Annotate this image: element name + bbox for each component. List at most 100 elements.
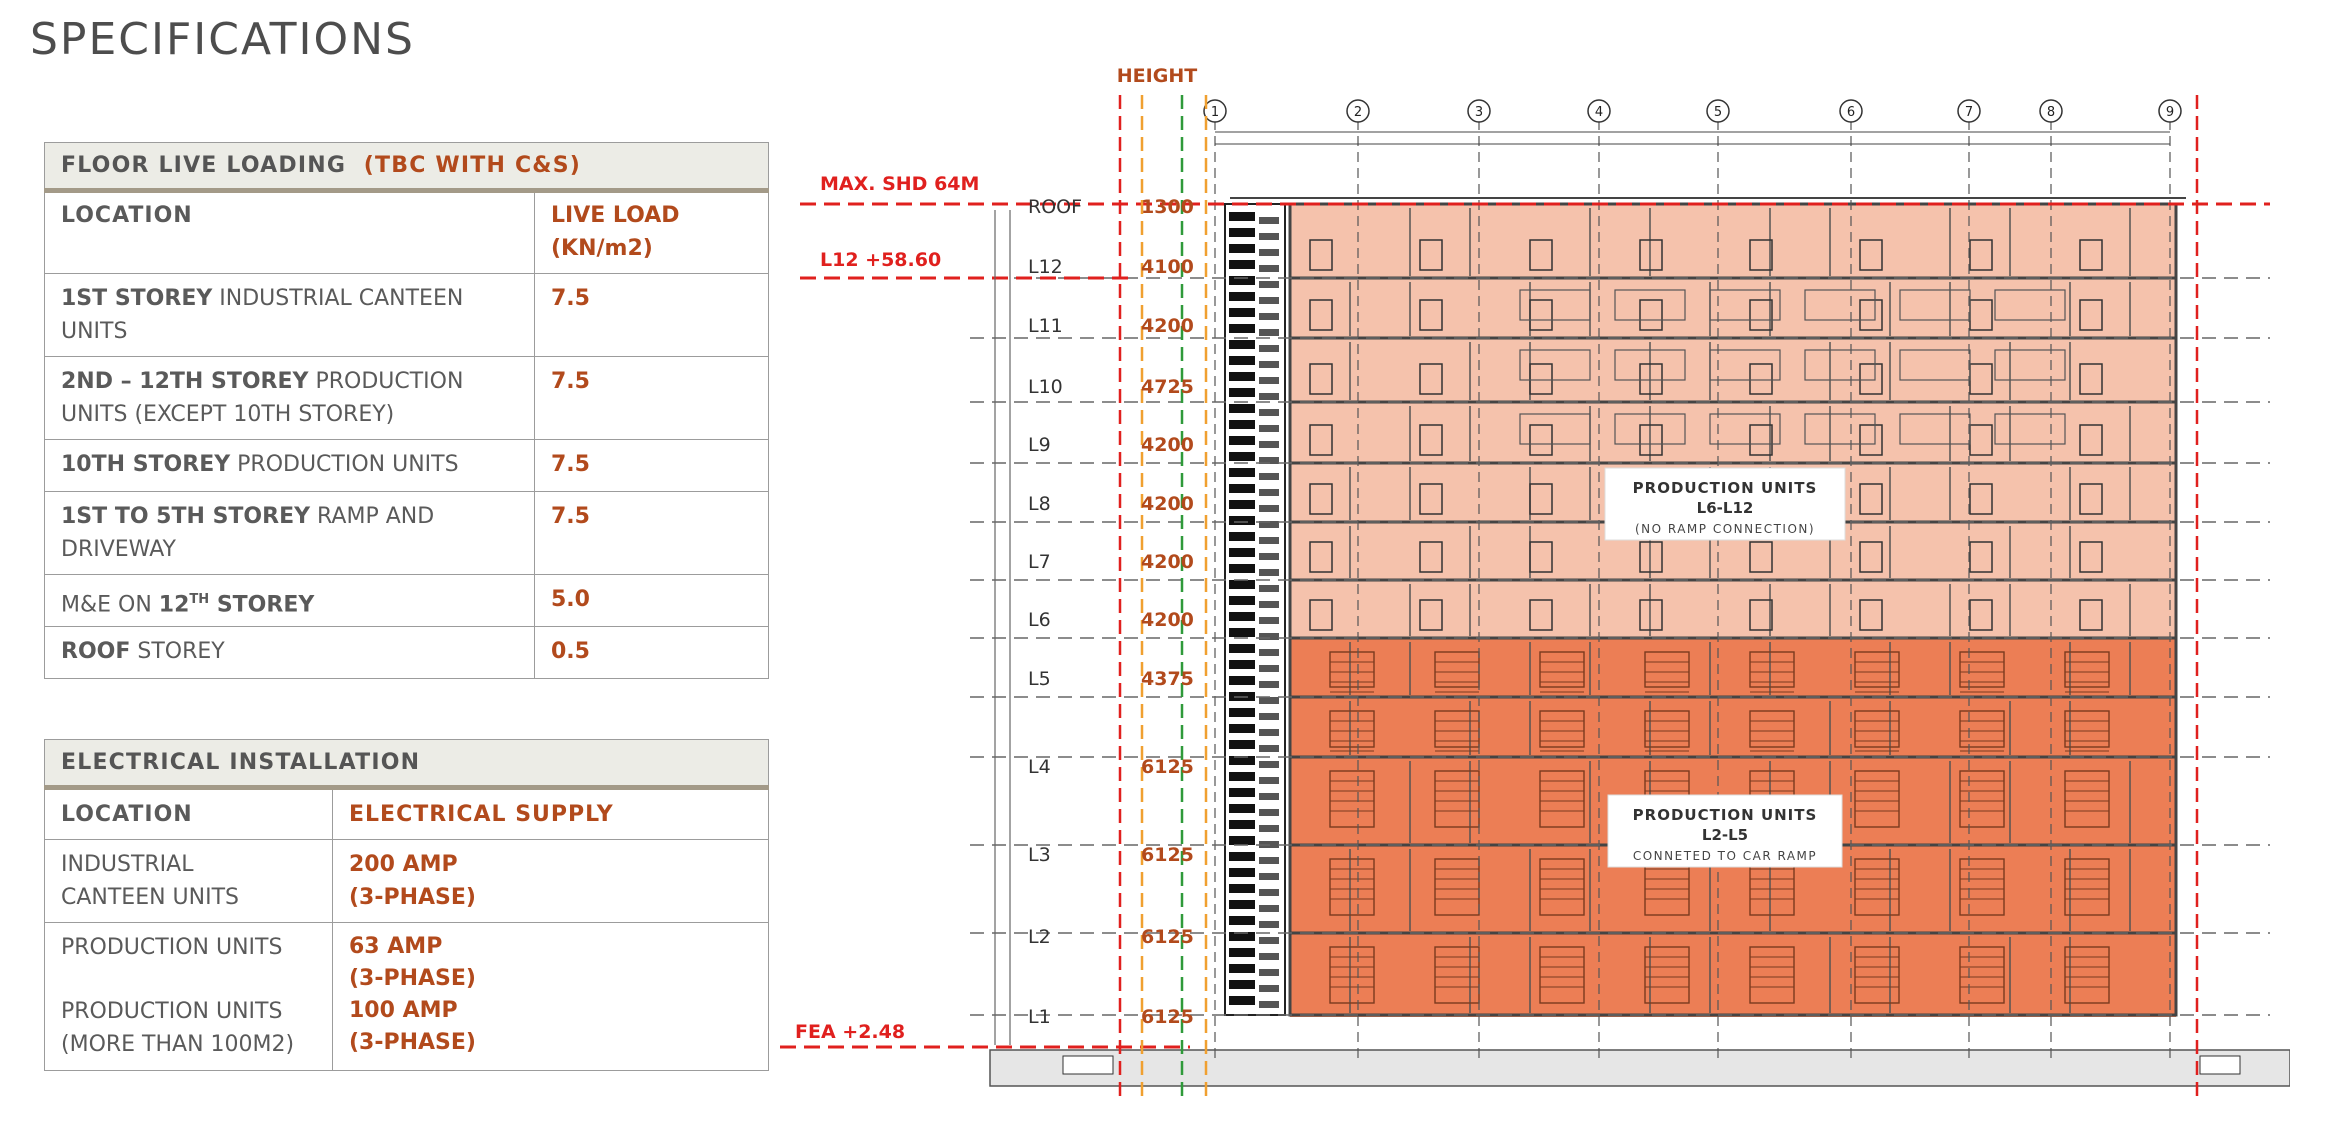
floor-height: 4725 [1141,376,1194,398]
stair-tread [1229,788,1255,797]
stair-tread [1259,729,1279,736]
door-mark [1309,599,1333,631]
stair-tread [1229,772,1255,781]
roller-shutter [2064,770,2110,828]
row-location-2: CANTEEN UNITS [61,885,240,910]
row-location-bold: 2ND – 12TH STOREY [61,369,309,394]
floor-height: 1300 [1141,196,1194,218]
door-mark [1859,363,1883,395]
row-value: 7.5 [534,356,769,440]
roller-shutter [1644,651,1690,688]
door-mark [2079,424,2103,456]
stair-tread [1259,329,1279,336]
door-mark [1859,424,1883,456]
door-mark [1969,483,1993,515]
stair-tread [1229,612,1255,621]
stair-tread [1259,873,1279,880]
floor-label: L3 [1028,844,1051,866]
row-location-bold: 12 [158,592,190,618]
grid-bubble [1839,99,1863,123]
stair-tread [1229,756,1255,765]
roller-shutter [2064,710,2110,748]
table-row: 2ND – 12TH STOREY PRODUCTION UNITS (EXCE… [44,356,769,440]
grid-bubble [2158,99,2182,123]
stair-tread [1259,409,1279,416]
stair-tread [1259,713,1279,720]
electrical-header: ELECTRICAL INSTALLATION [43,739,770,790]
stair-tread [1259,521,1279,528]
col-electrical-supply: ELECTRICAL SUPPLY [349,802,614,827]
louvre-panel [1519,289,1591,321]
stair-tread [1229,292,1255,301]
roller-shutter [1854,710,1900,748]
roller-shutter [1644,710,1690,748]
roller-shutter [1329,710,1375,748]
stair-tread [1259,249,1279,256]
louvre-panel [1614,289,1686,321]
roller-shutter [1959,858,2005,916]
stair-tread [1229,580,1255,589]
door-mark [1859,599,1883,631]
grid-bubble [1203,99,1227,123]
stair-tread [1229,308,1255,317]
stair-tread [1259,793,1279,800]
door-mark [1309,363,1333,395]
stair-tread [1259,505,1279,512]
col-live-load-unit: (KN/m2) [551,236,653,261]
stair-tread [1259,425,1279,432]
roller-shutter [1329,770,1375,828]
stair-tread [1229,996,1255,1005]
electrical-table: ELECTRICAL INSTALLATION LOCATION ELECTRI… [43,739,770,1071]
stair-tread [1259,297,1279,304]
stair-tread [1229,804,1255,813]
door-mark [1419,599,1443,631]
stair-tread [1259,905,1279,912]
stair-tread [1229,500,1255,509]
roller-shutter [1854,770,1900,828]
roller-shutter [1854,946,1900,1004]
height-title: HEIGHT [1117,65,1197,87]
lower-units-box [1607,794,1843,868]
floor-label: L7 [1028,551,1051,573]
stair-tread [1229,212,1255,221]
louvre-panel [1519,349,1591,381]
live-loading-table: FLOOR LIVE LOADING (TBC WITH C&S) LOCATI… [44,142,769,679]
grid-label: 1 [1211,105,1219,120]
floor-label: L8 [1028,493,1051,515]
louvre-panel [1804,289,1876,321]
louvre-panel [1614,349,1686,381]
door-mark [1969,599,1993,631]
grid-bubble [1706,99,1730,123]
live-loading-header: FLOOR LIVE LOADING (TBC WITH C&S) [44,142,769,193]
door-mark [1639,541,1663,573]
door-mark [1419,483,1443,515]
lower-units-box-line3: CONNETED TO CAR RAMP [1633,849,1817,863]
stair-tread [1229,340,1255,349]
stair-tread [1259,601,1279,608]
row-value: 5.0 [534,574,769,627]
door-mark [1639,599,1663,631]
row-value: 7.5 [534,273,769,357]
door-mark [1639,363,1663,395]
stair-tread [1229,564,1255,573]
louvre-panel [1614,413,1686,445]
row-value-2: (3-PHASE) [349,966,476,991]
stair-tread [1229,388,1255,397]
stair-tread [1229,324,1255,333]
grid-bubble [1957,99,1981,123]
stair-tread [1229,644,1255,653]
door-mark [1309,424,1333,456]
roller-shutter [1539,946,1585,1004]
page-title: SPECIFICATIONS [30,14,415,65]
lower-units-box-line1: PRODUCTION UNITS [1633,806,1818,824]
floor-height: 4200 [1141,434,1194,456]
stair-tread [1259,777,1279,784]
row-value: 7.5 [534,491,769,575]
stair-tread [1259,265,1279,272]
stair-tread [1259,489,1279,496]
floor-label: L4 [1028,756,1051,778]
table-row: 1ST TO 5TH STOREY RAMP AND DRIVEWAY 7.5 [44,491,769,575]
louvre-panel [1899,289,1971,321]
stair-tread [1259,233,1279,240]
